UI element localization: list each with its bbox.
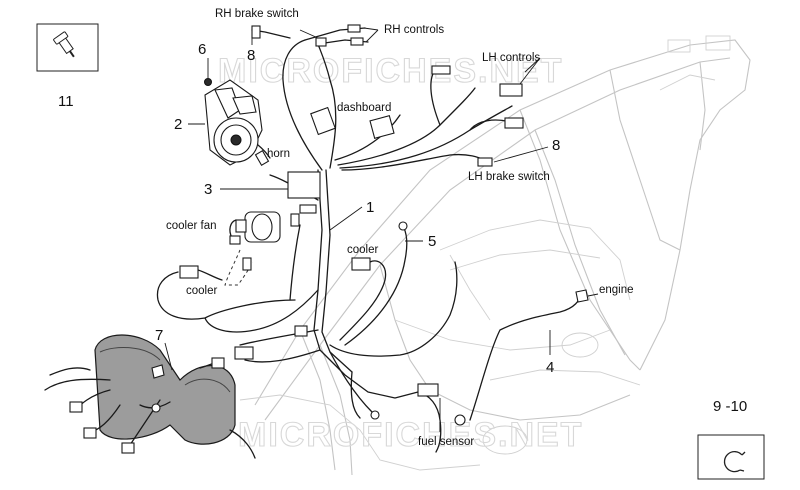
- front-harness-housing: [44, 334, 256, 459]
- label-dashboard: dashboard: [337, 102, 391, 114]
- label-rh-controls: RH controls: [384, 24, 444, 36]
- label-rh-brake-switch: RH brake switch: [215, 8, 299, 20]
- inset-box-9-10: [697, 434, 765, 480]
- screw-icon: [204, 78, 212, 86]
- engine-connector: [575, 289, 589, 303]
- main-harness: [156, 27, 581, 453]
- callout-9-10: 9 -10: [713, 398, 747, 415]
- dashboard-connectors: [310, 106, 395, 139]
- lower-connectors: [234, 325, 466, 426]
- callout-7: 7: [155, 327, 163, 344]
- rh-controls-connectors: [251, 24, 364, 47]
- callout-8-top: 8: [247, 47, 255, 64]
- lh-controls-connectors: [431, 65, 524, 129]
- cooler-connectors: [179, 221, 408, 279]
- clip-icon: [723, 451, 746, 473]
- bolt-icon: [53, 31, 75, 58]
- label-cooler-fan: cooler fan: [166, 220, 217, 232]
- callout-3: 3: [204, 181, 212, 198]
- cooler-fan-motor: [229, 211, 281, 271]
- callout-6: 6: [198, 41, 206, 58]
- relay-unit: [287, 171, 321, 227]
- label-engine: engine: [599, 284, 634, 296]
- label-lh-controls: LH controls: [482, 52, 540, 64]
- watermark-bottom: MICROFICHES.NET: [238, 416, 583, 454]
- lh-brake-switch: [477, 157, 493, 167]
- callout-1: 1: [366, 199, 374, 216]
- leader-lines: [164, 27, 599, 432]
- vehicle-frame: [239, 35, 751, 476]
- label-cooler-left: cooler: [186, 285, 217, 297]
- label-horn: horn: [267, 148, 290, 160]
- callout-4: 4: [546, 359, 554, 376]
- inset-box-11: [36, 23, 99, 72]
- horn: [213, 117, 271, 166]
- label-fuel-sensor: fuel sensor: [418, 436, 474, 448]
- callout-8-right: 8: [552, 137, 560, 154]
- callout-2: 2: [174, 116, 182, 133]
- callout-5: 5: [428, 233, 436, 250]
- callout-11: 11: [58, 93, 74, 110]
- label-cooler-right: cooler: [347, 244, 378, 256]
- label-lh-brake-switch: LH brake switch: [468, 171, 550, 183]
